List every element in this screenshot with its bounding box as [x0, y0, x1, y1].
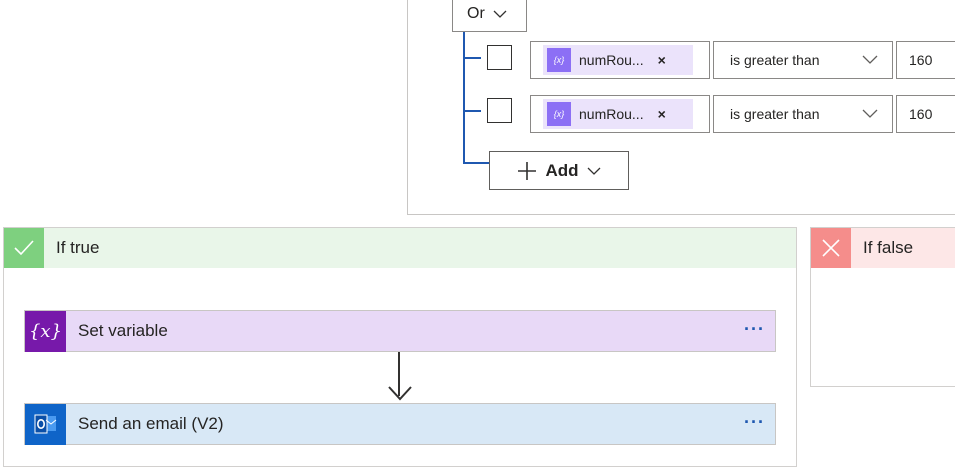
operator-dropdown[interactable]: is greater than [713, 95, 893, 133]
more-options-icon[interactable]: ··· [744, 319, 765, 339]
condition-value-field[interactable]: 160 [896, 95, 955, 133]
add-label: Add [545, 160, 579, 180]
if-true-label: If true [56, 238, 100, 257]
tree-branch-line [463, 162, 489, 164]
dynamic-content-token[interactable]: {x} numRou... × [543, 99, 693, 129]
plus-icon [518, 161, 537, 180]
operator-dropdown[interactable]: is greater than [713, 41, 893, 79]
variable-icon: {x} [25, 310, 66, 352]
dynamic-content-token[interactable]: {x} numRou... × [543, 45, 693, 75]
tree-vertical-line [463, 32, 465, 164]
chevron-down-icon [493, 10, 507, 18]
group-operator-dropdown[interactable]: Or [452, 0, 527, 32]
chevron-down-icon [862, 55, 878, 64]
action-label: Set variable [78, 321, 168, 340]
outlook-icon [25, 403, 66, 445]
action-label: Send an email (V2) [78, 414, 224, 433]
add-condition-button[interactable]: Add [489, 151, 629, 190]
token-label: numRou... [579, 106, 644, 122]
arrow-down-icon [388, 386, 412, 401]
row-checkbox[interactable] [487, 98, 512, 123]
token-label: numRou... [579, 52, 644, 68]
close-icon[interactable]: × [657, 52, 666, 68]
send-email-action[interactable]: Send an email (V2) ··· [24, 403, 776, 445]
flow-arrow [398, 352, 400, 396]
chevron-down-icon [862, 109, 878, 118]
checkmark-icon [4, 228, 44, 268]
condition-left-field[interactable]: {x} numRou... × [530, 95, 710, 133]
if-true-header[interactable]: If true [4, 228, 796, 268]
operator-label: is greater than [730, 52, 820, 68]
close-icon[interactable]: × [657, 106, 666, 122]
variable-icon: {x} [547, 48, 571, 72]
condition-value: 160 [909, 106, 933, 122]
if-false-header[interactable]: If false [811, 228, 955, 268]
row-checkbox[interactable] [487, 45, 512, 70]
group-operator-label: Or [467, 5, 485, 22]
condition-left-field[interactable]: {x} numRou... × [530, 41, 710, 79]
tree-branch-line [463, 110, 481, 112]
if-false-label: If false [863, 238, 914, 257]
condition-value-field[interactable]: 160 [896, 41, 955, 79]
set-variable-action[interactable]: {x} Set variable ··· [24, 310, 776, 352]
more-options-icon[interactable]: ··· [744, 412, 765, 432]
close-icon [811, 228, 851, 268]
chevron-down-icon [587, 167, 600, 175]
tree-branch-line [463, 57, 481, 59]
operator-label: is greater than [730, 106, 820, 122]
condition-value: 160 [909, 52, 933, 68]
variable-icon: {x} [547, 102, 571, 126]
